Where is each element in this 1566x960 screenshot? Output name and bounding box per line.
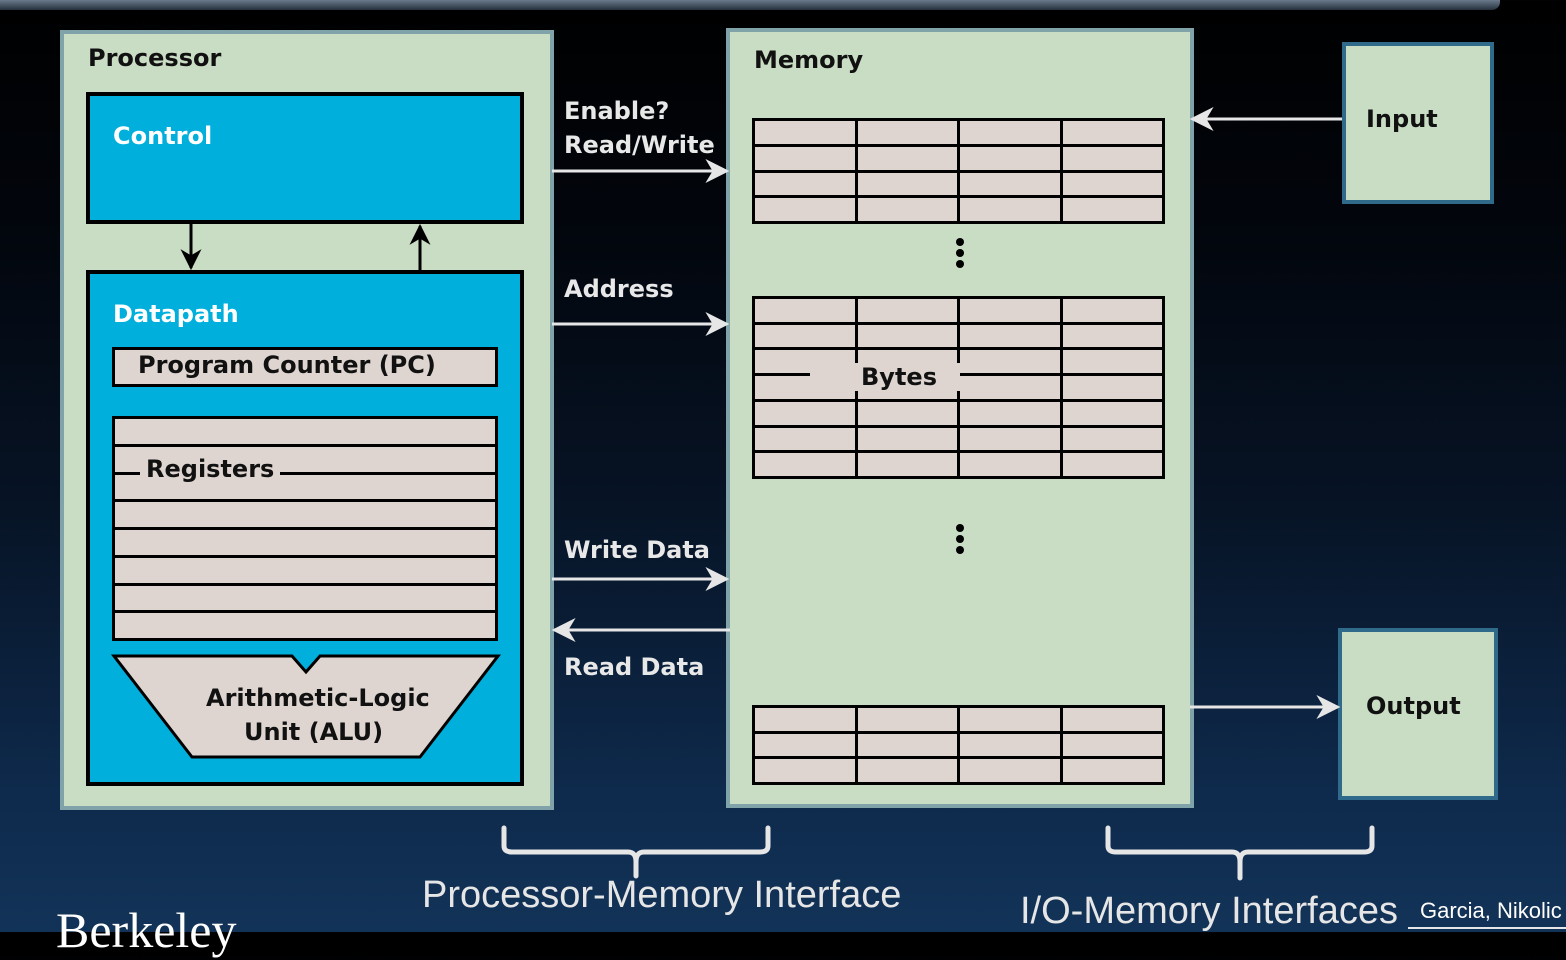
ellipsis-dots-lower — [956, 524, 964, 554]
top-bar — [0, 0, 1500, 10]
bytes-label: Bytes — [861, 363, 937, 391]
connectors-overlay — [110, 107, 1566, 929]
control-label: Control — [113, 122, 213, 150]
memory-title: Memory — [754, 46, 864, 74]
program-counter — [112, 347, 498, 387]
io-memory-interfaces-label: I/O-Memory Interfaces — [1020, 890, 1398, 932]
memory-block-bottom — [752, 705, 1165, 785]
address-label: Address — [564, 275, 674, 303]
memory-block-top — [752, 118, 1165, 224]
processor-title: Processor — [88, 44, 222, 72]
program-counter-label: Program Counter (PC) — [138, 351, 436, 379]
write-data-label: Write Data — [564, 536, 711, 564]
datapath-label: Datapath — [113, 300, 239, 328]
bytes-label-bg — [810, 363, 960, 391]
ellipsis-dots-upper — [956, 238, 964, 268]
input-label: Input — [1366, 105, 1438, 133]
read-write-label: Read/Write — [564, 131, 715, 159]
alu-label-line1: Arithmetic-Logic — [206, 684, 430, 712]
input-box — [1342, 42, 1494, 204]
alu-shape — [110, 654, 502, 759]
enable-label: Enable? — [564, 97, 670, 125]
control-box — [86, 92, 524, 224]
read-data-label: Read Data — [564, 653, 705, 681]
processor-memory-brace — [501, 825, 771, 879]
processor-memory-interface-label: Processor-Memory Interface — [422, 874, 902, 916]
io-memory-brace — [1105, 825, 1375, 881]
output-label: Output — [1366, 692, 1461, 720]
alu-label-line2: Unit (ALU) — [244, 718, 384, 746]
authors-footer: Garcia, Nikolic — [1420, 898, 1562, 923]
registers-label: Registers — [140, 455, 281, 483]
